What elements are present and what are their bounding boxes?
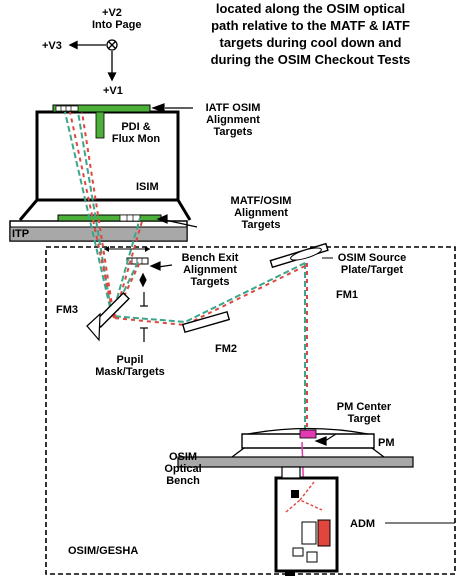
optical-bench-line1: OSIM <box>168 451 198 463</box>
v2-axis-label: +V2 Into Page <box>92 7 142 31</box>
beam-paths <box>64 111 308 432</box>
pm-center-line1: PM Center <box>336 401 392 413</box>
bench-exit-label: Bench Exit Alignment Targets <box>172 252 248 288</box>
iatf-line3: Targets <box>213 126 253 138</box>
bench-exit-targets <box>104 246 150 265</box>
bench-exit-line2: Alignment <box>183 264 237 276</box>
fm1-source-plate <box>269 242 329 269</box>
pupil-line1: Pupil <box>116 354 144 366</box>
title-line-2: path relative to the MATF & IATF <box>211 18 410 33</box>
isim-label: ISIM <box>136 181 159 193</box>
iatf-line1: IATF OSIM <box>205 102 261 114</box>
matf-line3: Targets <box>241 219 281 231</box>
pupil-mask-label: Pupil Mask/Targets <box>90 354 170 378</box>
fm3-label: FM3 <box>56 304 78 316</box>
v2-label-line2: Into Page <box>92 19 142 31</box>
iatf-line2: Alignment <box>206 114 260 126</box>
osim-source-line2: Plate/Target <box>340 264 404 276</box>
pdi-line2: Flux Mon <box>111 133 161 145</box>
iatf-osim-label: IATF OSIM Alignment Targets <box>195 102 271 138</box>
osim-optical-bench-label: OSIM Optical Bench <box>158 451 208 487</box>
v3-axis-label: +V3 <box>42 40 62 52</box>
pm-center-target-label: PM Center Target <box>332 401 396 425</box>
v1-axis-label: +V1 <box>103 85 123 97</box>
matf-line2: Alignment <box>234 207 288 219</box>
optical-bench-line3: Bench <box>166 475 200 487</box>
fm1-label: FM1 <box>336 289 358 301</box>
v2-into-page-symbol <box>106 39 118 51</box>
diagram-title: located along the OSIM optical path rela… <box>160 0 461 68</box>
isim-lower-frame <box>18 198 192 221</box>
primary-mirror <box>231 427 385 501</box>
itp-label: ITP <box>12 228 30 240</box>
coordinate-axes <box>68 39 118 82</box>
fm2-label: FM2 <box>215 343 237 355</box>
pupil-line2: Mask/Targets <box>95 366 165 378</box>
adm-unit <box>274 466 339 576</box>
pdi-line1: PDI & <box>121 121 151 133</box>
pdi-flux-monitor <box>95 111 105 139</box>
pm-label: PM <box>378 437 395 449</box>
osim-source-label: OSIM Source Plate/Target <box>333 252 411 276</box>
title-line-4: during the OSIM Checkout Tests <box>210 52 411 67</box>
osim-optical-bench <box>177 456 414 468</box>
adm-label: ADM <box>350 518 376 530</box>
matf-line1: MATF/OSIM <box>230 195 292 207</box>
leader-lines <box>149 103 337 446</box>
osim-source-line1: OSIM Source <box>337 252 407 264</box>
title-line-1: located along the OSIM optical <box>215 1 406 16</box>
v2-label-line1: +V2 <box>102 7 122 19</box>
optical-bench-line2: Optical <box>164 463 202 475</box>
title-line-3: targets during cool down and <box>219 35 402 50</box>
pm-center-line2: Target <box>347 413 381 425</box>
pdi-flux-mon-label: PDI & Flux Mon <box>105 121 167 145</box>
pupil-mask-markers <box>139 272 148 342</box>
matf-target-bar <box>57 214 162 222</box>
isim-structure <box>18 104 192 221</box>
bench-exit-line1: Bench Exit <box>181 252 239 264</box>
fm2-mirror <box>181 310 231 334</box>
osim-gesha-label: OSIM/GESHA <box>68 545 139 557</box>
matf-osim-label: MATF/OSIM Alignment Targets <box>225 195 297 231</box>
fm3-mirror <box>86 292 130 342</box>
bench-exit-line3: Targets <box>190 276 230 288</box>
